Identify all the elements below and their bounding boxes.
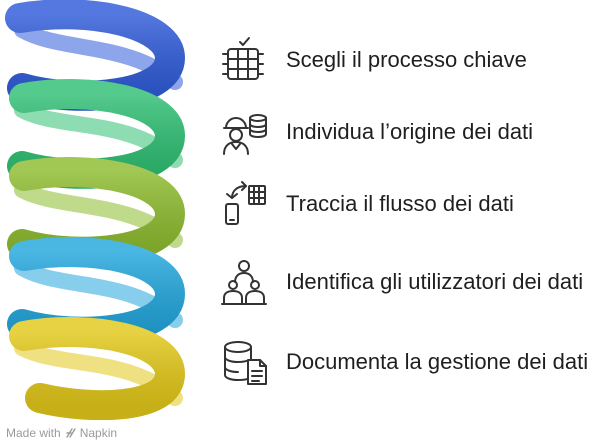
step-2: Individua l’origine dei dati xyxy=(218,108,613,156)
database-document-icon xyxy=(224,341,267,385)
phone-transfer-icon xyxy=(225,181,266,225)
napkin-credit: Made with Napkin xyxy=(6,426,117,440)
helix-loop-5 xyxy=(9,317,186,420)
step-1: Scegli il processo chiave xyxy=(218,36,613,84)
step-4-label: Identifica gli utilizzatori dei dati xyxy=(286,269,584,294)
step-3-label: Traccia il flusso dei dati xyxy=(286,191,514,216)
step-1-label: Scegli il processo chiave xyxy=(286,47,527,72)
users-group-icon xyxy=(221,260,267,305)
engineer-database-icon xyxy=(223,114,267,155)
credit-prefix: Made with xyxy=(6,426,61,440)
step-2-label: Individua l’origine dei dati xyxy=(286,119,534,144)
step-4: Identifica gli utilizzatori dei dati xyxy=(218,258,613,306)
step-5: Documenta la gestione dei dati xyxy=(218,338,613,386)
spiral-graphic xyxy=(5,0,186,420)
step-3: Traccia il flusso dei dati xyxy=(218,180,613,228)
server-rack-icon xyxy=(222,37,264,80)
credit-brand: Napkin xyxy=(79,426,118,440)
step-5-label: Documenta la gestione dei dati xyxy=(286,349,589,374)
napkin-logo-icon xyxy=(66,428,76,438)
